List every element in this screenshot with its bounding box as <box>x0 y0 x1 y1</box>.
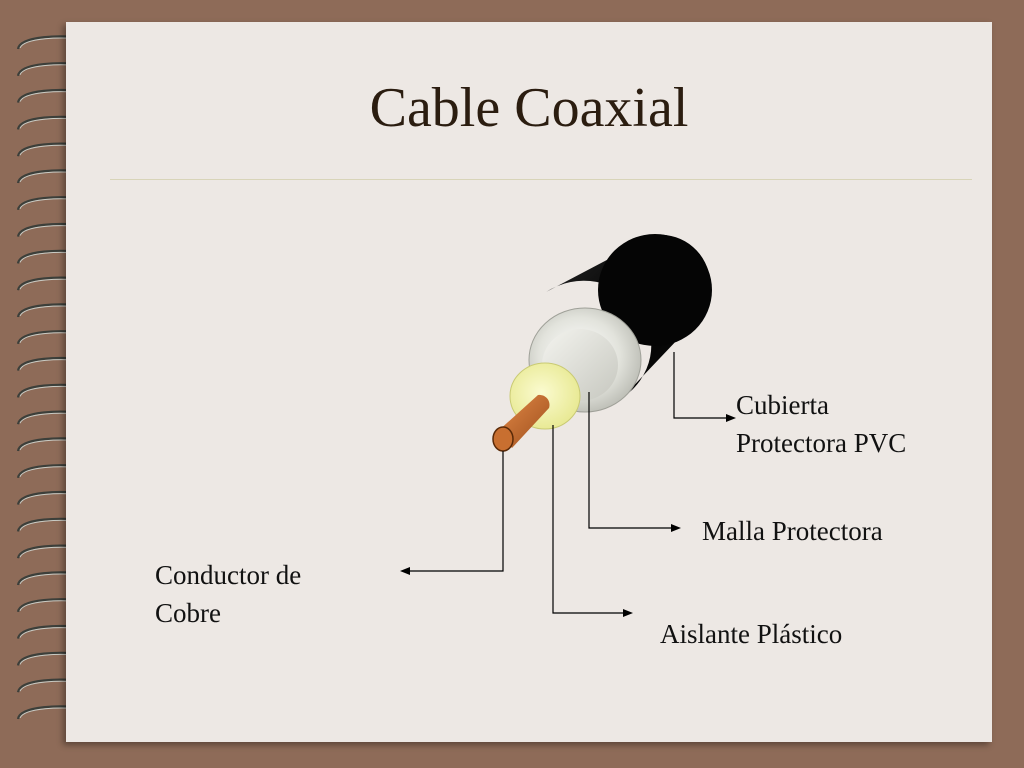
label-cubierta-line1: Cubierta <box>736 390 829 420</box>
label-cubierta-line2: Protectora PVC <box>736 428 907 458</box>
leader-malla <box>588 392 672 529</box>
leader-conductor <box>408 451 504 572</box>
label-cubierta: Cubierta Protectora PVC <box>736 386 906 462</box>
leader-arrowheads <box>400 414 736 617</box>
slide-title: Cable Coaxial <box>369 77 689 139</box>
leader-lines <box>408 352 728 614</box>
arrow-malla <box>671 524 681 532</box>
copper-conductor <box>492 394 550 452</box>
leader-cubierta <box>673 352 728 419</box>
leader-aislante <box>552 425 624 614</box>
label-conductor-line1: Conductor de <box>155 560 302 590</box>
title-divider <box>110 179 972 180</box>
pvc-jacket <box>546 234 712 398</box>
label-conductor: Conductor de Cobre <box>155 556 301 632</box>
arrow-conductor <box>400 567 410 575</box>
arrow-aislante <box>623 609 633 617</box>
label-conductor-line2: Cobre <box>155 598 221 628</box>
arrow-cubierta <box>726 414 736 422</box>
label-aislante: Aislante Plástico <box>660 619 843 649</box>
label-malla: Malla Protectora <box>702 516 883 546</box>
